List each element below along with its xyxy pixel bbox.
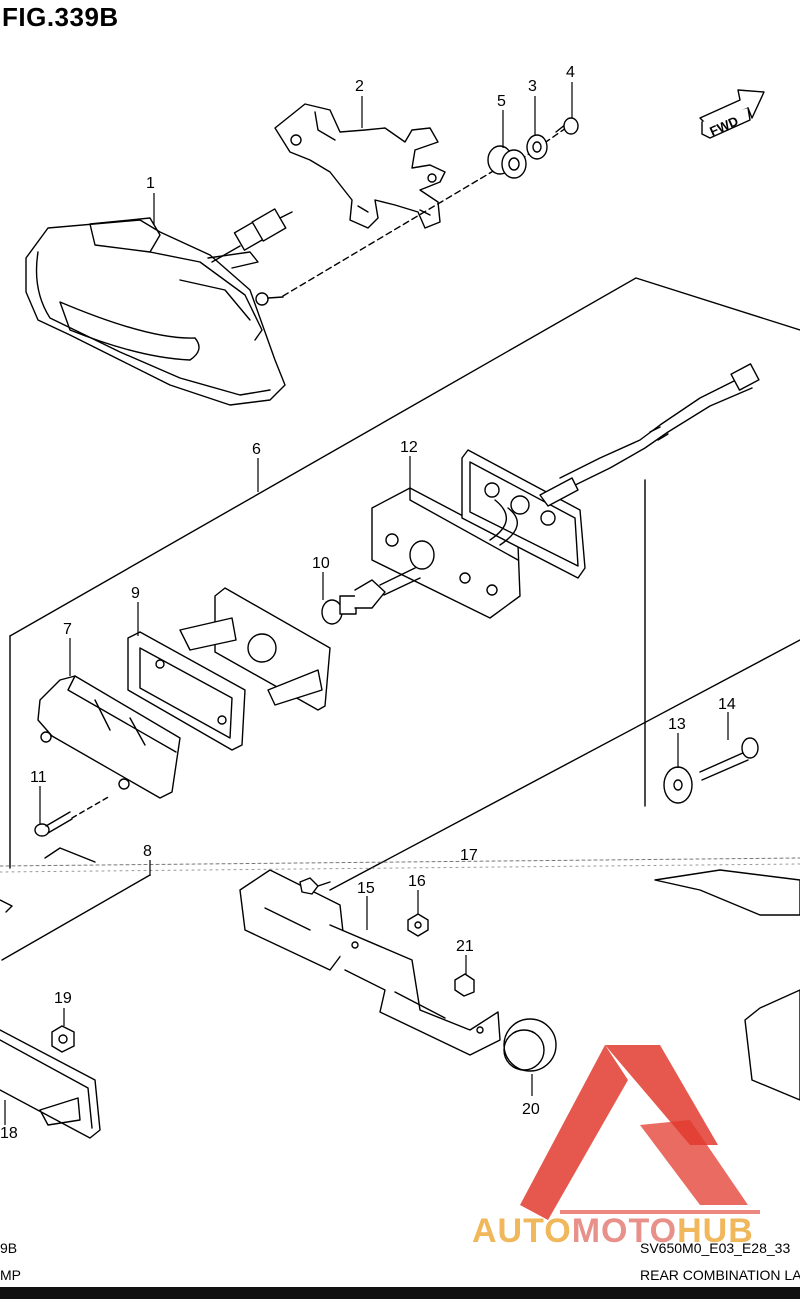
wire-harness xyxy=(559,363,760,491)
callout-20: 20 xyxy=(522,1101,540,1118)
part-11-screw xyxy=(34,795,111,837)
part-4-screw xyxy=(555,117,579,135)
watermark-logo xyxy=(520,1045,760,1220)
part-6-kit-boundary xyxy=(9,277,800,637)
part-21-nut xyxy=(454,973,475,997)
bracket-bolt xyxy=(299,877,331,895)
part-9-gasket xyxy=(127,631,246,751)
part-13-washer xyxy=(663,766,693,804)
callout-11: 11 xyxy=(30,769,47,786)
part-1-tail-lamp-housing xyxy=(25,208,293,406)
callout-8: 8 xyxy=(143,843,152,860)
part-3-washer xyxy=(526,134,548,160)
part-16-nut xyxy=(407,913,429,937)
callout-10: 10 xyxy=(312,555,330,572)
watermark-brand: AUTOMOTOHUB xyxy=(472,1212,754,1250)
callout-18: 18 xyxy=(0,1125,18,1142)
right-side-reflector xyxy=(654,869,800,1101)
fwd-arrow-badge xyxy=(699,89,765,139)
callout-5: 5 xyxy=(497,93,506,110)
part-18-side-reflector xyxy=(0,1029,101,1139)
footer-right-name: REAR COMBINATION LAN xyxy=(640,1267,800,1283)
callout-14: 14 xyxy=(718,696,736,713)
callout-4: 4 xyxy=(566,64,575,81)
callout-6: 6 xyxy=(252,441,261,458)
footer-left-name: MP xyxy=(0,1267,21,1283)
part-15-bracket xyxy=(239,869,501,1056)
part-10-bulb xyxy=(321,567,421,625)
callout-1: 1 xyxy=(146,175,155,192)
rear-gasket xyxy=(461,449,586,579)
part-5-grommet xyxy=(487,145,527,179)
callout-3: 3 xyxy=(528,78,537,95)
footer-right-code: SV650M0_E03_E28_33 xyxy=(640,1240,791,1256)
figure-title: FIG.339B xyxy=(2,2,119,32)
callout-15: 15 xyxy=(357,880,375,897)
part-14-bolt xyxy=(699,737,759,781)
callout-19: 19 xyxy=(54,990,72,1007)
part-2-bracket xyxy=(274,103,446,229)
footer-left-code: 9B xyxy=(0,1240,18,1256)
callout-13: 13 xyxy=(668,716,686,733)
bottom-border-bar xyxy=(0,1287,800,1299)
part-7-lens xyxy=(37,675,181,799)
socket-plate xyxy=(179,587,331,711)
callout-21: 21 xyxy=(456,938,474,955)
callout-16: 16 xyxy=(408,873,426,890)
part-20-round-reflector xyxy=(503,1018,557,1072)
callout-9: 9 xyxy=(131,585,140,602)
callout-17: 17 xyxy=(460,847,478,864)
callout-7: 7 xyxy=(63,621,72,638)
callout-2: 2 xyxy=(355,78,364,95)
part-19-nut xyxy=(51,1025,75,1053)
callout-12: 12 xyxy=(400,439,418,456)
